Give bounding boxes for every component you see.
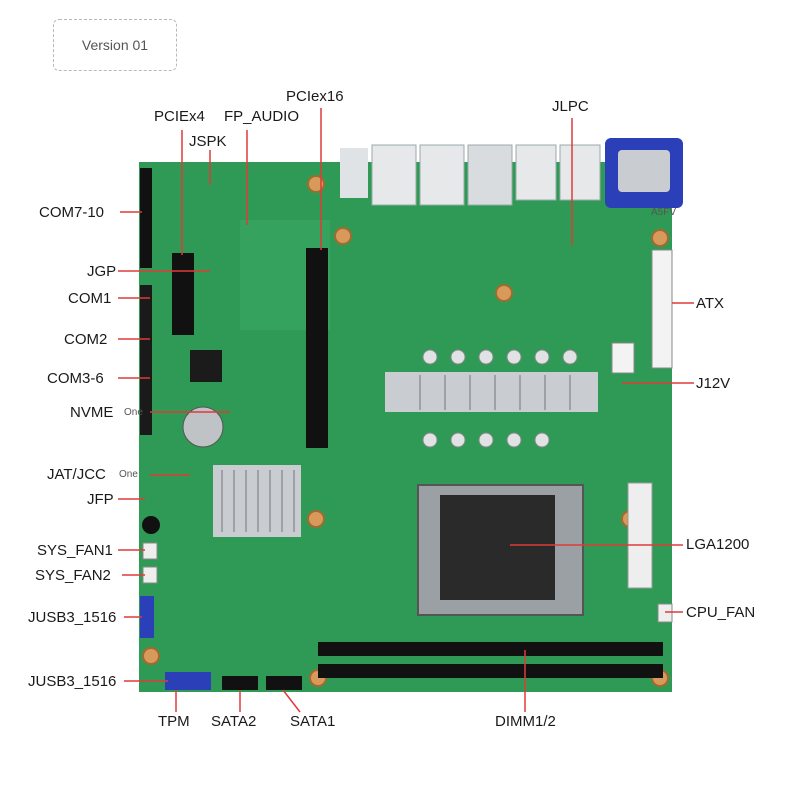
usb-port-4	[515, 144, 557, 201]
label-com1: COM1	[68, 290, 112, 307]
label-jusb3-1516-b: JUSB3_1516	[28, 673, 117, 690]
label-dimm: DIMM1/2	[495, 713, 556, 730]
label-jat-jcc: JAT/JCC	[47, 466, 106, 483]
label-sys-fan1: SYS_FAN1	[37, 542, 113, 559]
sys-fan1-header	[142, 542, 158, 560]
label-sys-fan2: SYS_FAN2	[35, 567, 111, 584]
label-jspk: JSPK	[189, 133, 227, 150]
label-a5fv: A5FV	[651, 207, 677, 218]
usb-lan-port-1	[371, 144, 417, 206]
label-pcie-x16: PCIex16	[286, 88, 344, 105]
com7-10-header	[140, 168, 152, 268]
label-jusb3-1516-a: JUSB3_1516	[28, 609, 117, 626]
white-header	[627, 482, 653, 589]
cpu-fan-header	[657, 603, 673, 623]
cmos-battery	[182, 406, 224, 448]
vga-shell	[618, 150, 670, 192]
leader-lines	[118, 108, 694, 713]
label-sata1: SATA1	[290, 713, 336, 730]
sata2-connector	[222, 676, 258, 690]
tpm-header	[165, 672, 211, 690]
label-j12v: J12V	[696, 375, 731, 392]
label-jgp: JGP	[87, 263, 117, 280]
label-atx: ATX	[696, 295, 725, 312]
capacitors	[422, 349, 578, 448]
audio-jack	[340, 148, 368, 198]
label-fp-audio: FP_AUDIO	[224, 108, 300, 125]
atx-power-connector	[651, 249, 673, 369]
dimm-slot-1	[318, 642, 663, 656]
usb-lan-port-2	[419, 144, 465, 206]
label-nvme-one: One	[124, 407, 143, 418]
sys-fan2-header	[142, 566, 158, 584]
label-lga1200: LGA1200	[686, 536, 750, 553]
jusb3-header	[140, 596, 154, 638]
label-com2: COM2	[64, 331, 108, 348]
chip	[190, 350, 222, 382]
io-port-5	[559, 144, 601, 201]
lan-port-3	[467, 144, 513, 206]
vrm-heatsink	[385, 372, 598, 412]
version-badge: Version 01	[53, 19, 177, 71]
label-nvme: NVME	[70, 404, 114, 421]
label-jat-one: One	[119, 469, 138, 480]
socket-cover	[440, 495, 555, 600]
dimm-slot-2	[318, 664, 663, 678]
label-jfp: JFP	[87, 491, 114, 508]
label-sata2: SATA2	[211, 713, 257, 730]
sata1-connector	[266, 676, 302, 690]
label-com3-6: COM3-6	[47, 370, 104, 387]
buzzer	[142, 516, 160, 534]
j12v-connector	[611, 342, 635, 374]
label-cpu-fan: CPU_FAN	[686, 604, 756, 621]
label-pcie-x4: PCIEx4	[154, 108, 205, 125]
label-com7-10: COM7-10	[39, 204, 105, 221]
label-jlpc: JLPC	[552, 98, 589, 115]
pcie-x4-slot	[172, 253, 194, 335]
com-headers	[140, 285, 152, 435]
label-tpm: TPM	[158, 713, 190, 730]
pcie-x16-slot	[306, 248, 328, 448]
